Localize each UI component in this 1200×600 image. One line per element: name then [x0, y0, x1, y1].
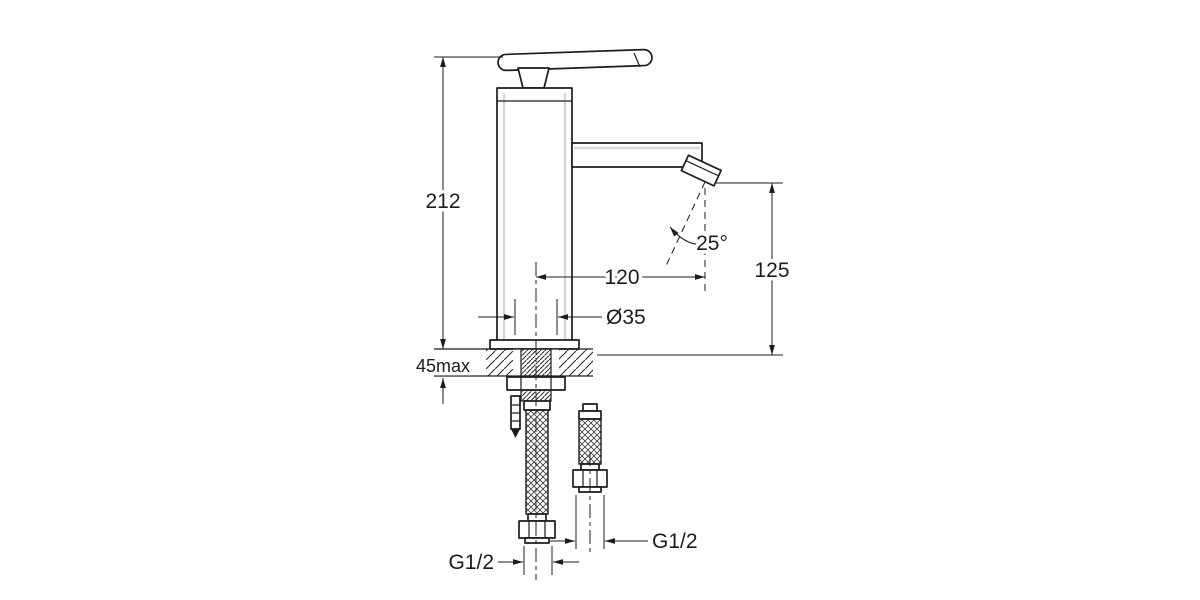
dim-body-diameter: Ø35	[478, 299, 649, 335]
outlet-height-label: 125	[754, 259, 789, 282]
dim-thread-left: G1/2	[445, 546, 579, 578]
hose-nut	[518, 520, 556, 539]
base-flange	[489, 339, 580, 350]
dim-outlet-angle: 25°	[693, 229, 732, 259]
faucet-spout	[571, 142, 722, 187]
aerator-seam	[685, 160, 719, 177]
thread-right-label: G1/2	[652, 530, 698, 553]
overall-height-label: 212	[425, 190, 460, 213]
handle-lever	[497, 48, 653, 72]
spout-reach-label: 120	[604, 266, 639, 289]
hose-tail	[524, 537, 550, 544]
thread-left-label: G1/2	[448, 551, 494, 574]
supply-hose-left	[518, 400, 556, 544]
hose-crimp-top	[578, 410, 602, 420]
supply-hose-right	[572, 403, 608, 493]
dim-outlet-height: 125	[597, 182, 793, 356]
dim-overall-height: 212	[422, 56, 503, 349]
hose-crimp-bottom	[527, 513, 547, 522]
stud-tip	[511, 429, 520, 438]
centerlines	[535, 262, 591, 580]
faucet-handle	[497, 48, 653, 89]
dim-deck-thickness: 45max	[412, 353, 474, 404]
dim-spout-reach: 120	[536, 263, 705, 293]
handle-tip-edge	[633, 52, 641, 68]
angle-arc	[669, 226, 723, 246]
flow-angled-dashed	[664, 181, 706, 269]
handle-stem	[517, 67, 550, 89]
hose-cap	[582, 403, 598, 412]
countertop-section	[434, 348, 593, 377]
deck-thickness-label: 45max	[416, 356, 470, 376]
braided-hose	[525, 409, 549, 515]
faucet-body	[489, 87, 580, 350]
flow-angle-lines	[664, 181, 723, 292]
aerator	[680, 154, 722, 187]
hose-crimp-top	[523, 400, 551, 411]
dim-thread-right: G1/2	[550, 495, 701, 557]
spout-arm	[571, 142, 703, 168]
body-column	[496, 87, 573, 346]
outlet-angle-label: 25°	[696, 232, 728, 255]
body-diameter-label: Ø35	[606, 306, 646, 329]
